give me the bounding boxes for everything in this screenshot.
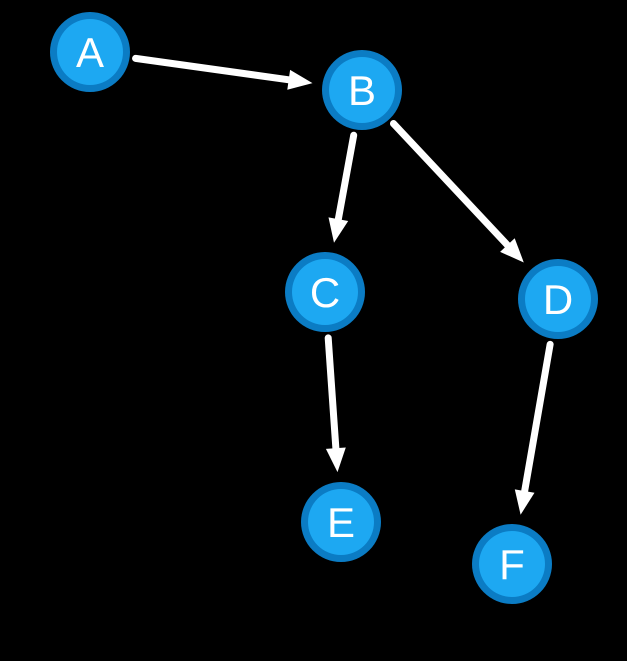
node-body-B <box>329 57 395 123</box>
edge-D-F <box>514 340 554 515</box>
arrowhead-icon <box>328 217 349 243</box>
node-D[interactable]: D <box>518 259 598 339</box>
node-E[interactable]: E <box>301 482 381 562</box>
edge-A-B <box>132 54 313 90</box>
node-body-F <box>479 531 545 597</box>
node-C[interactable]: C <box>285 252 365 332</box>
edge-C-E <box>324 334 346 473</box>
node-body-D <box>525 266 591 332</box>
node-body-A <box>57 19 123 85</box>
node-body-C <box>292 259 358 325</box>
edge-B-C <box>328 131 358 243</box>
node-body-E <box>308 489 374 555</box>
edge-line-C-E <box>324 334 340 454</box>
edge-line-D-F <box>520 340 554 497</box>
node-B[interactable]: B <box>322 50 402 130</box>
arrowhead-icon <box>287 69 313 90</box>
edge-line-B-C <box>334 131 358 225</box>
edge-line-B-D <box>389 120 513 250</box>
edge-B-D <box>389 120 524 263</box>
edge-line-A-B <box>132 54 295 84</box>
arrowhead-icon <box>514 489 535 515</box>
node-A[interactable]: A <box>50 12 130 92</box>
arrowhead-icon <box>325 447 346 473</box>
node-F[interactable]: F <box>472 524 552 604</box>
arrowhead-icon <box>500 238 524 263</box>
